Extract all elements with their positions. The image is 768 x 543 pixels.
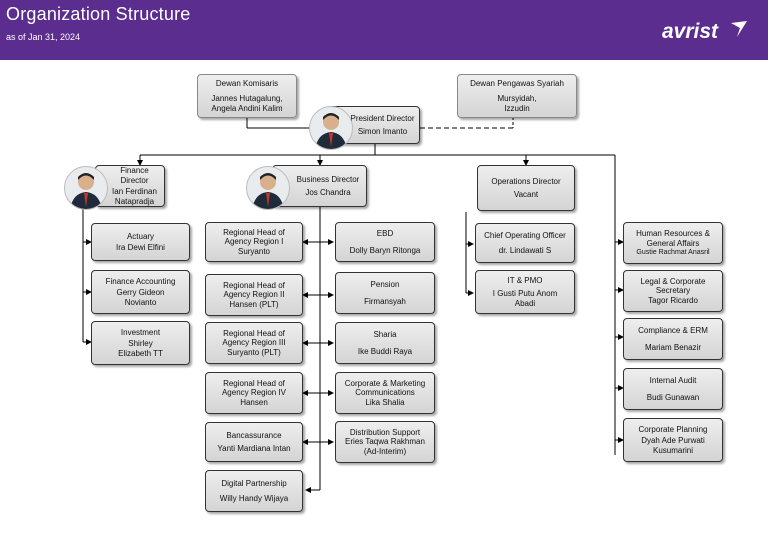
box-name: Suryanto <box>237 246 271 256</box>
bancassurance-box: Bancassurance Yanti Mardiana Intan <box>205 422 303 462</box>
box-title: Finance Director <box>120 166 149 185</box>
box-title: Business Director <box>296 174 360 184</box>
box-name: Hansen <box>240 397 268 407</box>
box-name: Ira Dewi Elfini <box>116 243 165 252</box>
box-title: Legal & Corporate Secretary <box>640 276 706 296</box>
operations-director-box: Operations Director Vacant <box>477 165 575 211</box>
box-title: Digital Partnership <box>221 478 287 488</box>
box-name: Jos Chandra <box>305 188 351 197</box>
chief-operating-officer-box: Chief Operating Officer dr. Lindawati S <box>475 223 575 263</box>
page-subtitle-date: as of Jan 31, 2024 <box>6 32 81 42</box>
finance-director-photo-avatar <box>64 166 108 210</box>
box-name: Dolly Baryn Ritonga <box>349 246 421 255</box>
pension-box: Pension Firmansyah <box>335 272 435 314</box>
box-title: Operations Director <box>491 176 561 186</box>
box-name: Vacant <box>513 190 539 199</box>
avrist-logo: avrist <box>662 20 719 43</box>
box-title: Regional Head of Agency Region I <box>223 227 285 247</box>
box-name: Shirley Elizabeth TT <box>118 339 163 358</box>
box-title: Actuary <box>126 231 155 241</box>
distribution-support-box: Distribution Support Eries Taqwa Rakhman… <box>335 421 435 463</box>
box-name: Simon Imanto <box>357 126 408 136</box>
box-name: Ike Buddi Raya <box>357 347 413 356</box>
box-title: Sharia <box>373 329 397 339</box>
president-director-photo-avatar <box>309 106 353 150</box>
box-name: Gustie Rachmat Anasril <box>636 249 710 256</box>
box-title: Pension <box>370 279 400 289</box>
it-pmo-box: IT & PMO I Gusti Putu Anom Abadi <box>475 270 575 314</box>
box-name: Mariam Benazir <box>644 343 701 352</box>
box-title: IT & PMO <box>507 275 543 285</box>
box-name: Firmansyah <box>364 297 406 306</box>
digital-partnership-box: Digital Partnership Willy Handy Wijaya <box>205 470 303 512</box>
box-name: Gerry Gideon Novianto <box>116 288 165 307</box>
box-title: Internal Audit <box>649 375 697 385</box>
box-title: Chief Operating Officer <box>484 230 566 240</box>
regional-head-agency-region-3-box: Regional Head of Agency Region III Surya… <box>205 322 303 364</box>
sharia-box: Sharia Ike Buddi Raya <box>335 322 435 364</box>
regional-head-agency-region-1-box: Regional Head of Agency Region I Suryant… <box>205 222 303 262</box>
ebd-box: EBD Dolly Baryn Ritonga <box>335 222 435 262</box>
box-name: Mursyidah, Izzudin <box>497 94 537 113</box>
box-title: Regional Head of Agency Region III <box>222 328 286 348</box>
actuary-box: Actuary Ira Dewi Elfini <box>91 223 190 261</box>
finance-accounting-box: Finance Accounting Gerry Gideon Novianto <box>91 270 190 314</box>
board-of-commissioners-box: Dewan Komisaris Jannes Hutagalung, Angel… <box>197 74 297 118</box>
box-name: Jannes Hutagalung, Angela Andini Kalim <box>211 94 283 113</box>
box-title: Dewan Komisaris <box>215 78 279 88</box>
box-name: Yanti Mardiana Intan <box>217 443 291 453</box>
box-title: Investment <box>120 327 161 337</box>
box-name: Eries Taqwa Rakhman (Ad-Interim) <box>345 437 425 456</box>
regional-head-agency-region-2-box: Regional Head of Agency Region II Hansen… <box>205 274 303 316</box>
box-title: Regional Head of Agency Region IV <box>221 378 287 398</box>
compliance-erm-box: Compliance & ERM Mariam Benazir <box>623 318 723 360</box>
box-title: Finance Accounting <box>105 276 176 286</box>
box-name: dr. Lindawati S <box>498 246 552 255</box>
box-title: President Director <box>350 114 415 123</box>
page-title: Organization Structure <box>6 4 191 24</box>
box-title: Distribution Support <box>349 427 421 437</box>
box-name: Budi Gunawan <box>646 393 700 402</box>
box-name: Ian Ferdinan Natapradja <box>112 187 157 206</box>
avrist-logo-mark-icon <box>731 21 747 37</box>
box-name: Lika Shalia <box>365 397 405 407</box>
header-bar: Organization Structure as of Jan 31, 202… <box>0 0 768 60</box>
box-title: Dewan Pengawas Syariah <box>470 78 564 88</box>
box-title: Bancassurance <box>226 431 282 440</box>
investment-box: Investment Shirley Elizabeth TT <box>91 321 190 365</box>
box-name: I Gusti Putu Anom Abadi <box>492 289 558 308</box>
box-name: Willy Handy Wijaya <box>219 494 289 503</box>
box-title: Compliance & ERM <box>638 325 708 335</box>
corporate-planning-box: Corporate Planning Dyah Ade Purwati Kusu… <box>623 418 723 462</box>
box-title: Corporate & Marketing Communications <box>344 378 426 398</box>
box-name: Dyah Ade Purwati Kusumarini <box>641 436 705 455</box>
human-resources-general-affairs-box: Human Resources & General Affairs Gustie… <box>623 222 723 264</box>
box-name: Suryanto (PLT) <box>227 347 281 357</box>
box-title: Human Resources & General Affairs <box>636 229 710 248</box>
corporate-marketing-communications-box: Corporate & Marketing Communications Lik… <box>335 372 435 414</box>
legal-corporate-secretary-box: Legal & Corporate Secretary Tagor Ricard… <box>623 270 723 312</box>
box-title: EBD <box>376 228 394 238</box>
box-name: Hansen (PLT) <box>229 299 279 309</box>
box-title: Corporate Planning <box>638 424 708 434</box>
internal-audit-box: Internal Audit Budi Gunawan <box>623 368 723 410</box>
regional-head-agency-region-4-box: Regional Head of Agency Region IV Hansen <box>205 372 303 414</box>
box-title: Regional Head of Agency Region II <box>223 280 285 300</box>
box-name: Tagor Ricardo <box>648 295 698 305</box>
business-director-photo-avatar <box>246 166 290 210</box>
sharia-supervisory-board-box: Dewan Pengawas Syariah Mursyidah, Izzudi… <box>457 74 577 118</box>
